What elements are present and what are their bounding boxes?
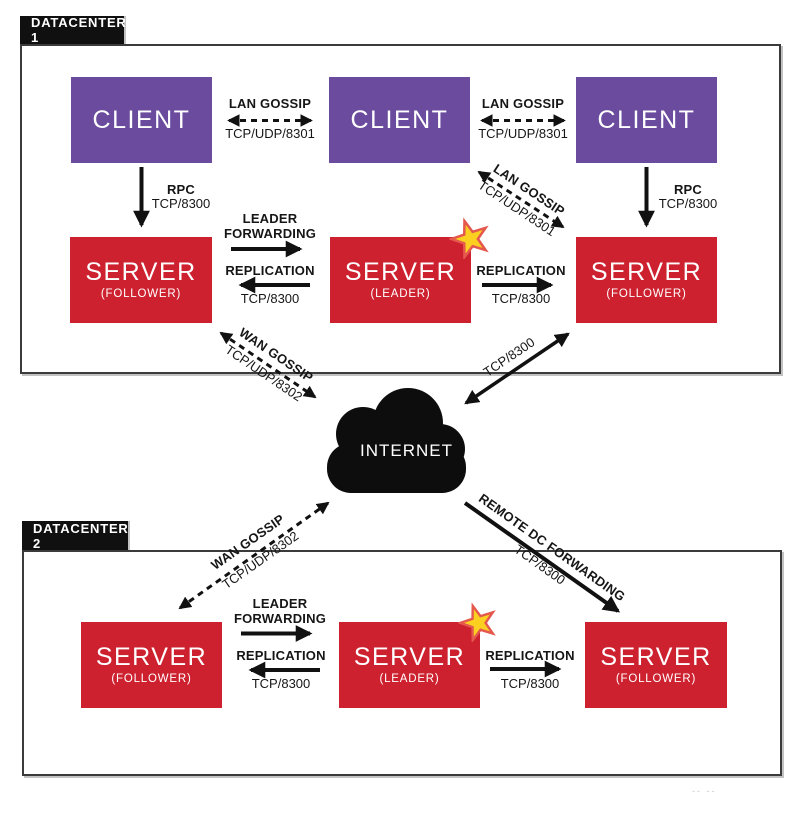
datacenter1-label: DATACENTER 1 xyxy=(31,15,127,45)
datacenter1-panel xyxy=(20,44,781,374)
datacenter2-panel xyxy=(22,550,782,776)
dc1-client-1-box: CLIENT xyxy=(71,77,212,163)
client-label: CLIENT xyxy=(597,105,696,134)
server-label: SERVER xyxy=(590,257,703,286)
server-role: (LEADER) xyxy=(370,287,431,300)
dc1-server-leader-box: SERVER (LEADER) xyxy=(330,237,471,323)
server-role: (FOLLOWER) xyxy=(615,672,697,685)
server-label: SERVER xyxy=(85,257,197,286)
server-role: (FOLLOWER) xyxy=(100,287,182,300)
server-role: (FOLLOWER) xyxy=(111,672,192,685)
dc2-server-leader-box: SERVER (LEADER) xyxy=(339,622,480,708)
leader-star-icon xyxy=(458,602,496,642)
watermark: -- -- xyxy=(692,786,717,796)
dc2-server-follower-right-box: SERVER (FOLLOWER) xyxy=(585,622,727,708)
dc1-client-3-box: CLIENT xyxy=(576,77,717,163)
dc1-client-2-box: CLIENT xyxy=(329,77,470,163)
datacenter2-label: DATACENTER 2 xyxy=(33,520,129,551)
dc1-server-follower-right-box: SERVER (FOLLOWER) xyxy=(576,237,717,323)
server-role: (LEADER) xyxy=(379,672,440,685)
dc2-server-follower-left-box: SERVER (FOLLOWER) xyxy=(81,622,222,708)
server-label: SERVER xyxy=(95,642,208,671)
server-label: SERVER xyxy=(344,257,457,286)
server-role: (FOLLOWER) xyxy=(606,287,687,300)
dc1-server-follower-left-box: SERVER (FOLLOWER) xyxy=(70,237,212,323)
server-label: SERVER xyxy=(600,642,712,671)
server-label: SERVER xyxy=(353,642,466,671)
datacenter2-tab: DATACENTER 2 xyxy=(22,520,129,551)
leader-star-icon xyxy=(449,217,489,259)
datacenter1-tab: DATACENTER 1 xyxy=(20,15,127,45)
internet-label: INTERNET xyxy=(360,441,453,460)
client-label: CLIENT xyxy=(92,105,191,134)
client-label: CLIENT xyxy=(350,105,449,134)
